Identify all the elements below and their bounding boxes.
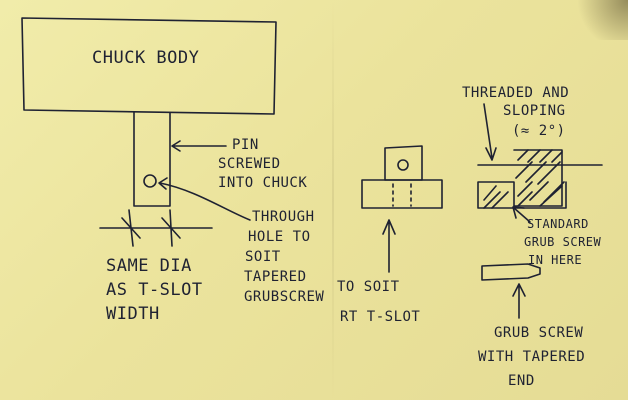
width-tick-left [121,209,141,247]
label-grub-3: END [508,373,535,389]
tapered-grub-screw [481,263,541,281]
tosoit-arrow [382,219,396,273]
standard-grub-arrow [512,206,531,223]
label-chuck-body: CHUCK BODY [92,48,200,68]
width-tick-right [161,209,181,247]
label-standard-1: STANDARD [527,217,589,231]
tee-nut-hole [397,159,409,171]
chuck-body-outline [21,17,277,115]
label-tosoit-1: TO SOIT [337,279,400,295]
label-through-5: GRUBSCREW [244,289,325,305]
label-through-4: TAPERED [244,269,307,285]
label-same-1: SAME DIA [106,256,192,276]
label-threaded-3: (≈ 2°) [512,123,566,139]
label-pin-2: SCREWED [218,156,281,172]
label-same-2: AS T-SLOT [106,280,203,300]
label-threaded-2: SLOPING [503,103,566,119]
threaded-arrow [483,103,497,161]
label-pin-3: INTO CHUCK [218,175,308,191]
label-standard-3: IN HERE [528,253,583,267]
label-through-3: SOIT [245,249,281,265]
label-grub-2: WITH TAPERED [478,349,586,365]
through-hole-arrow [158,177,251,221]
label-pin-1: PIN [232,137,259,153]
label-tosoit-2: RT T-SLOT [340,309,421,325]
grub-screw-arrow [512,283,526,319]
label-threaded-1: THREADED AND [462,85,570,101]
section-hatching [483,149,565,209]
label-through-1: THROUGH [252,209,315,225]
tee-nut-stem [384,145,423,181]
corner-shadow [568,0,628,40]
label-grub-1: GRUB SCREW [494,325,584,341]
section-upper-block [513,149,563,207]
pin-outline [133,111,171,207]
label-through-2: HOLE TO [248,229,311,245]
pin-arrow [171,140,227,152]
tee-nut-base [361,179,443,209]
label-standard-2: GRUB SCREW [524,235,602,249]
label-same-3: WIDTH [106,304,160,324]
paper-fold [332,0,334,400]
pin-through-hole [143,174,157,188]
